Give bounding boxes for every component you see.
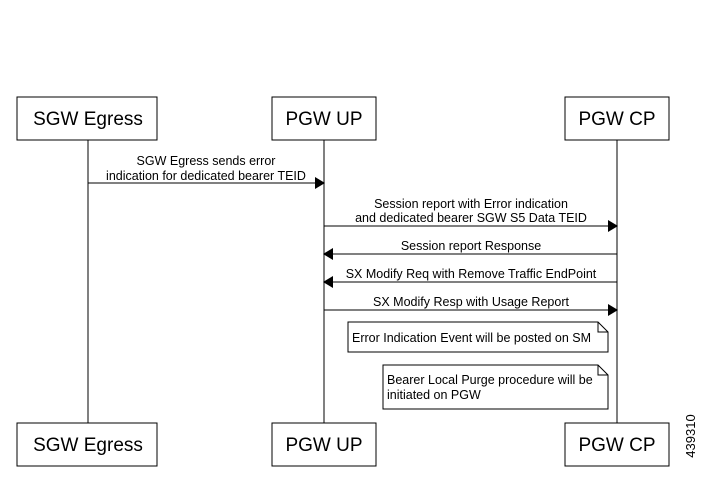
note-label-line: Error Indication Event will be posted on… bbox=[352, 331, 591, 345]
note-label-line: initiated on PGW bbox=[387, 388, 481, 402]
message-label-line: Session report Response bbox=[401, 239, 541, 253]
message-session-report: Session report with Error indication and… bbox=[324, 197, 618, 232]
participant-label: PGW CP bbox=[578, 109, 655, 130]
participant-sgw-egress-top: SGW Egress bbox=[16, 96, 158, 141]
note-label-line: Bearer Local Purge procedure will be bbox=[387, 373, 593, 387]
message-sx-modify-req: SX Modify Req with Remove Traffic EndPoi… bbox=[323, 267, 617, 288]
message-session-report-response: Session report Response bbox=[323, 239, 617, 260]
participant-label: PGW CP bbox=[578, 435, 655, 456]
participant-label: PGW UP bbox=[285, 435, 362, 456]
message-label-line: SX Modify Req with Remove Traffic EndPoi… bbox=[346, 267, 597, 281]
participant-sgw-egress-bottom: SGW Egress bbox=[16, 422, 158, 467]
note-bearer-local-purge: Bearer Local Purge procedure will be ini… bbox=[382, 364, 609, 410]
message-label-line: SX Modify Resp with Usage Report bbox=[373, 295, 569, 309]
participant-pgw-cp-bottom: PGW CP bbox=[564, 422, 670, 467]
message-error-indication: SGW Egress sends error indication for de… bbox=[88, 154, 325, 189]
note-error-indication-event: Error Indication Event will be posted on… bbox=[347, 321, 609, 353]
figure-id: 439310 bbox=[683, 414, 698, 457]
participant-pgw-cp-top: PGW CP bbox=[564, 96, 670, 141]
message-label-line: and dedicated bearer SGW S5 Data TEID bbox=[355, 211, 587, 225]
participant-label: SGW Egress bbox=[33, 109, 143, 130]
message-label-line: indication for dedicated bearer TEID bbox=[106, 169, 306, 183]
message-label-line: SGW Egress sends error bbox=[137, 154, 276, 168]
message-label-line: Session report with Error indication bbox=[374, 197, 568, 211]
participant-label: PGW UP bbox=[285, 109, 362, 130]
participant-pgw-up-top: PGW UP bbox=[271, 96, 377, 141]
message-sx-modify-resp: SX Modify Resp with Usage Report bbox=[324, 295, 618, 316]
participant-label: SGW Egress bbox=[33, 435, 143, 456]
participant-pgw-up-bottom: PGW UP bbox=[271, 422, 377, 467]
